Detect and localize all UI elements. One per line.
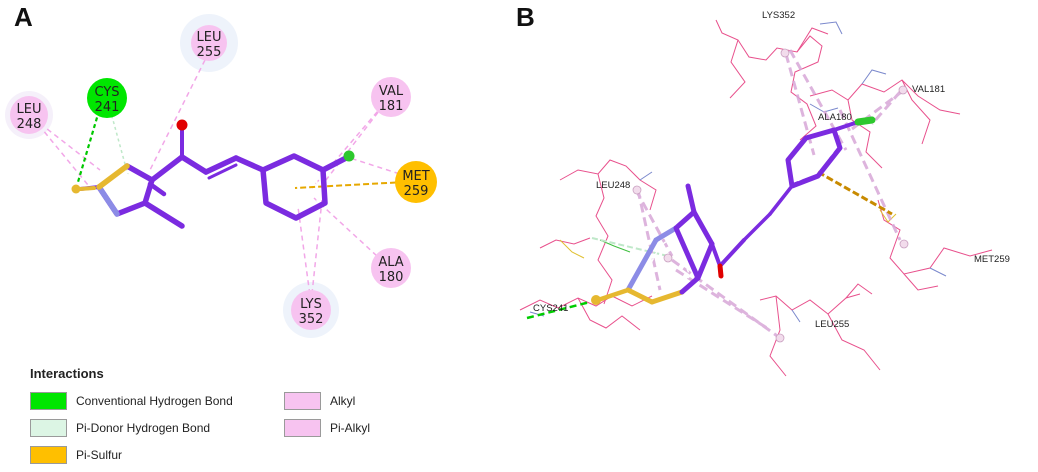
legend-label-conventional-hbond: Conventional Hydrogen Bond: [76, 394, 233, 408]
residue-val181-name: VAL: [379, 84, 404, 99]
residue-leu255: LEU 255: [191, 25, 227, 61]
legend-label-pi-sulfur: Pi-Sulfur: [76, 448, 123, 462]
residue-leu255-name: LEU: [197, 30, 222, 45]
residue-leu248-name: LEU: [17, 102, 42, 117]
chlorine-atom: [343, 150, 355, 162]
thiazole-ring-dash: [104, 172, 146, 210]
residue-leu248-number: 248: [17, 117, 42, 132]
panel-a-label: A: [14, 2, 33, 32]
label-3d-cys241: CYS241: [533, 303, 568, 314]
interaction-points-3d: [632, 48, 909, 343]
residue-met259-number: 259: [404, 184, 429, 199]
ligand-structure-2d: [78, 125, 351, 229]
aromatic-ring-dash: [270, 161, 320, 213]
protein-wireframe-blue: [529, 21, 947, 323]
ring-s-bond: [96, 163, 130, 190]
legend-title: Interactions: [30, 366, 104, 381]
exo-s-bond-3d: [595, 287, 631, 303]
legend-swatch-pi-sulfur: [30, 446, 67, 464]
oxygen-atom: [176, 119, 188, 131]
residue-met259: MET 259: [395, 161, 437, 203]
residue-val181: VAL 181: [371, 77, 411, 117]
legend-swatch-conventional-hbond: [30, 392, 67, 410]
ring-n-bond-3d: [653, 225, 679, 243]
pi-donor-line-3d: [591, 237, 669, 257]
residue-leu248: LEU 248: [10, 96, 48, 134]
ring-s-bond-3d: [625, 287, 655, 305]
residue-val181-number: 181: [379, 99, 404, 114]
chlorine-bond-3d: [854, 116, 876, 126]
residue-lys352-name: LYS: [300, 297, 322, 312]
ligand-structure-3d: [673, 120, 860, 281]
sulfur-atom-3d: [591, 295, 601, 305]
ring-n-bond-3d-2: [625, 237, 659, 293]
residue-lys352-number: 352: [299, 312, 324, 327]
residue-cys241-name: CYS: [94, 85, 119, 100]
label-3d-met259: MET259: [974, 254, 1010, 265]
label-3d-ala180: ALA180: [818, 112, 852, 123]
legend-label-alkyl: Alkyl: [330, 394, 356, 408]
ring-n-bond: [96, 184, 120, 217]
label-3d-leu255: LEU255: [815, 319, 849, 330]
exo-s-bond: [78, 186, 96, 191]
label-3d-leu248: LEU248: [596, 180, 630, 191]
pi-sulfur-line-3d: [817, 170, 893, 216]
legend-swatch-pi-alkyl: [284, 419, 321, 437]
label-3d-lys352: LYS352: [762, 10, 795, 21]
ring-c-bond-3d-2: [673, 225, 701, 281]
residue-lys352: LYS 352: [291, 290, 331, 330]
aromatic-ring-dash-3d: [793, 138, 834, 183]
residue-ala180: ALA 180: [371, 248, 411, 288]
panel-a-diagram: LEU 255 CYS 241 LEU 248 VAL 181 MET 259 …: [5, 14, 437, 338]
residue-cys241: CYS 241: [87, 78, 127, 118]
carbonyl-bond-3d: [717, 263, 724, 279]
thiazole-ring-dash-3d: [639, 234, 691, 295]
panel-b-3d-view: LYS352 VAL181 ALA180 LEU248 MET259 CYS24…: [519, 10, 1010, 377]
legend-label-pi-donor-hbond: Pi-Donor Hydrogen Bond: [76, 421, 211, 435]
protein-wireframe: [519, 19, 993, 377]
residue-ala180-number: 180: [379, 270, 404, 285]
legend-swatch-alkyl: [284, 392, 321, 410]
protein-wireframe-yellow: [559, 209, 897, 259]
panel-b-label: B: [516, 2, 535, 32]
residue-ala180-name: ALA: [378, 255, 403, 270]
residue-cys241-number: 241: [95, 100, 120, 115]
ring-s-bond-3d-2: [649, 289, 685, 305]
conventional-hbond-line: [76, 103, 103, 183]
ring-c-bond-3d: [679, 275, 701, 295]
legend-swatch-pi-donor-hbond: [30, 419, 67, 437]
residue-leu255-number: 255: [197, 45, 222, 60]
label-3d-val181: VAL181: [912, 84, 945, 95]
sulfur-atom: [71, 184, 81, 194]
legend-label-pi-alkyl: Pi-Alkyl: [330, 421, 371, 435]
pi-sulfur-line: [294, 181, 406, 189]
residue-met259-name: MET: [402, 169, 429, 184]
interactions-legend: Interactions Conventional Hydrogen Bond …: [30, 366, 450, 466]
